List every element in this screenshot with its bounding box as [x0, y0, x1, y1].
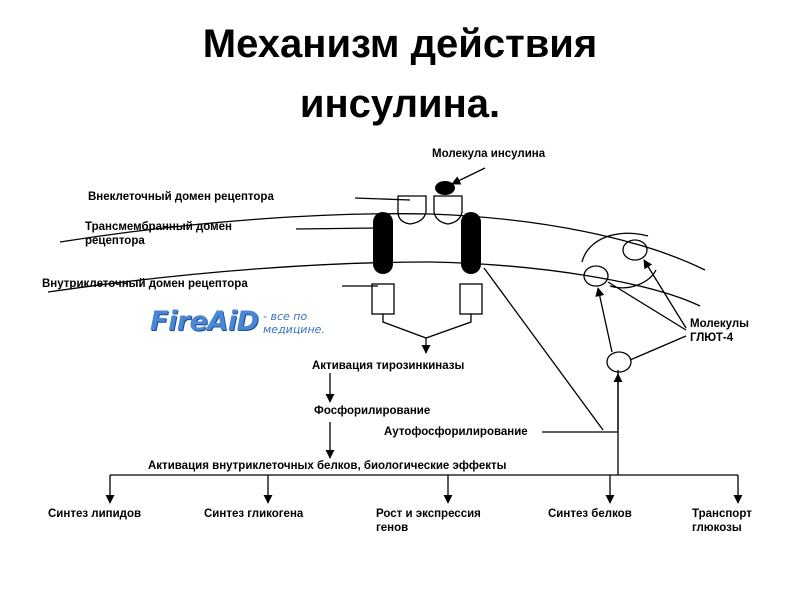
autophosphorylation-leader — [483, 267, 604, 431]
label-transport-line1: Транспорт — [692, 508, 752, 520]
label-autophosphorylation: Аутофосфорилирование — [384, 426, 528, 438]
label-transport-line2: глюкозы — [692, 522, 742, 534]
insulin-arrow — [451, 167, 486, 185]
label-phosphorylation: Фосфорилирование — [314, 405, 431, 417]
intracellular-box-left — [371, 283, 395, 315]
label-insulin-molecule: Молекула инсулина — [432, 148, 546, 160]
fireaid-logo-tagline: - все по медицине. — [263, 310, 325, 336]
glut4-vesicle-membrane-left — [583, 265, 609, 287]
kinase-converge-lines — [382, 314, 472, 339]
label-transmembrane-domain-line1: Трансмембранный домен — [85, 221, 232, 233]
label-protein-synthesis: Синтез белков — [548, 508, 632, 520]
fireaid-logo-name: FireAiD — [150, 306, 259, 337]
receptor-transmembrane-right — [461, 212, 481, 274]
page-title-line2: инсулина. — [299, 82, 501, 126]
glut4-vesicle-membrane-right — [622, 239, 648, 261]
leader-extracellular — [354, 197, 411, 201]
label-lipid-synthesis: Синтез липидов — [48, 508, 142, 520]
membrane-outer-line — [59, 213, 706, 271]
glut4-vesicle-cytoplasm — [606, 351, 632, 373]
label-extracellular-domain: Внеклеточный домен рецептора — [88, 191, 274, 203]
leader-transmembrane — [295, 227, 379, 230]
fireaid-logo-tag-line1: - все по — [263, 310, 308, 323]
label-glut4-line1: Молекулы — [690, 318, 749, 330]
fireaid-logo-tag-line2: медицине. — [263, 323, 325, 337]
label-glycogen-synthesis: Синтез гликогена — [204, 508, 304, 520]
label-glut4-line2: ГЛЮТ-4 — [690, 332, 734, 344]
fireaid-logo: FireAiD - все по медицине. — [150, 306, 325, 337]
receptor-alpha-right — [433, 195, 463, 225]
page-title-line1: Механизм действия — [202, 22, 598, 66]
glut4-leader-2 — [607, 281, 687, 331]
receptor-transmembrane-left — [373, 212, 393, 274]
glut4-leader-3 — [629, 335, 687, 361]
receptor-alpha-left — [397, 195, 427, 225]
glut4-leader-1 — [643, 259, 687, 329]
label-transmembrane-domain-line2: рецептора — [85, 235, 145, 247]
glut4-arrow-up-left — [595, 287, 613, 353]
insulin-molecule — [435, 181, 455, 195]
label-intracellular-domain: Внутриклеточный домен рецептора — [42, 278, 248, 290]
label-activation-effects: Активация внутриклеточных белков, биолог… — [146, 460, 509, 474]
label-tyrosine-kinase: Активация тирозинкиназы — [312, 360, 465, 372]
intracellular-box-right — [459, 283, 483, 315]
membrane-inner-line — [47, 261, 701, 307]
label-growth-line1: Рост и экспрессия — [376, 508, 481, 520]
label-growth-line2: генов — [376, 522, 409, 534]
